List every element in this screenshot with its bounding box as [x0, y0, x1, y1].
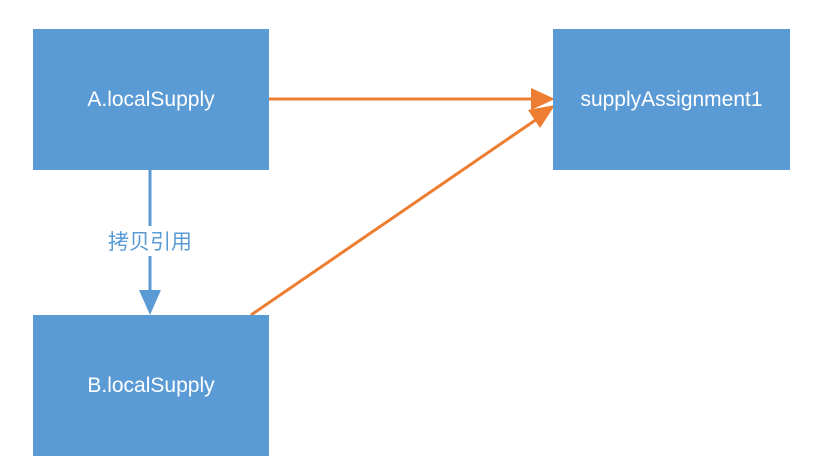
node-a-local-supply: A.localSupply — [33, 29, 269, 170]
reference-arrow-a-head — [531, 88, 555, 110]
node-target-label: supplyAssignment1 — [580, 87, 763, 111]
reference-arrow-b-head — [528, 105, 555, 128]
copy-arrow-head — [139, 290, 161, 315]
node-b-local-supply: B.localSupply — [33, 315, 269, 456]
node-supply-assignment: supplyAssignment1 — [553, 29, 790, 170]
copy-reference-label: 拷贝引用 — [80, 226, 220, 256]
node-a-label: A.localSupply — [87, 87, 215, 111]
reference-arrow-b-line — [250, 117, 538, 317]
node-b-label: B.localSupply — [87, 373, 215, 397]
